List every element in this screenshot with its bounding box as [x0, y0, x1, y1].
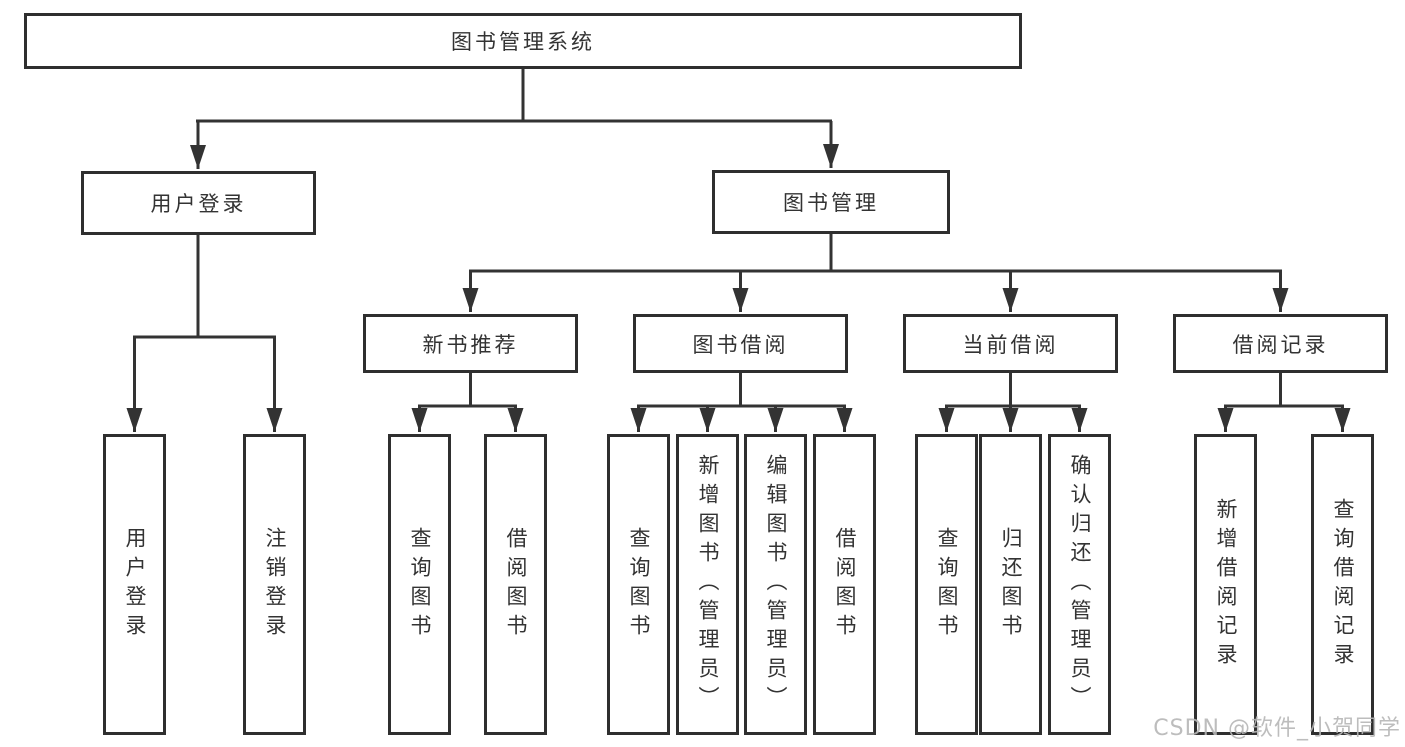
- connector-rails: [133, 69, 1344, 408]
- node-book-management-module: 图书管理: [712, 170, 950, 234]
- leaf-borrow-books-borrow: 借阅图书: [813, 434, 876, 735]
- csdn-watermark: CSDN @软件_小贺同学: [1153, 716, 1401, 741]
- node-library-system: 图书管理系统: [24, 13, 1022, 69]
- leaf-query-books-current: 查询图书: [915, 434, 978, 735]
- node-book-borrowing: 图书借阅: [633, 314, 848, 373]
- leaf-confirm-return-admin: 确认归还（管理员）: [1048, 434, 1111, 735]
- leaf-borrow-books-newrec: 借阅图书: [484, 434, 547, 735]
- node-borrowing-records: 借阅记录: [1173, 314, 1388, 373]
- leaf-add-borrow-record: 新增借阅记录: [1194, 434, 1257, 735]
- leaf-query-books-borrow: 查询图书: [607, 434, 670, 735]
- leaf-query-books-newrec: 查询图书: [388, 434, 451, 735]
- node-user-login-module: 用户登录: [81, 171, 316, 235]
- leaf-query-borrow-record: 查询借阅记录: [1311, 434, 1374, 735]
- leaf-edit-book-admin: 编辑图书（管理员）: [744, 434, 807, 735]
- node-current-borrowing: 当前借阅: [903, 314, 1118, 373]
- leaf-add-book-admin: 新增图书（管理员）: [676, 434, 739, 735]
- leaf-logout: 注销登录: [243, 434, 306, 735]
- leaf-user-login: 用户登录: [103, 434, 166, 735]
- node-new-book-recommendation: 新书推荐: [363, 314, 578, 373]
- connector-arrows: [126, 121, 1351, 432]
- leaf-return-book: 归还图书: [979, 434, 1042, 735]
